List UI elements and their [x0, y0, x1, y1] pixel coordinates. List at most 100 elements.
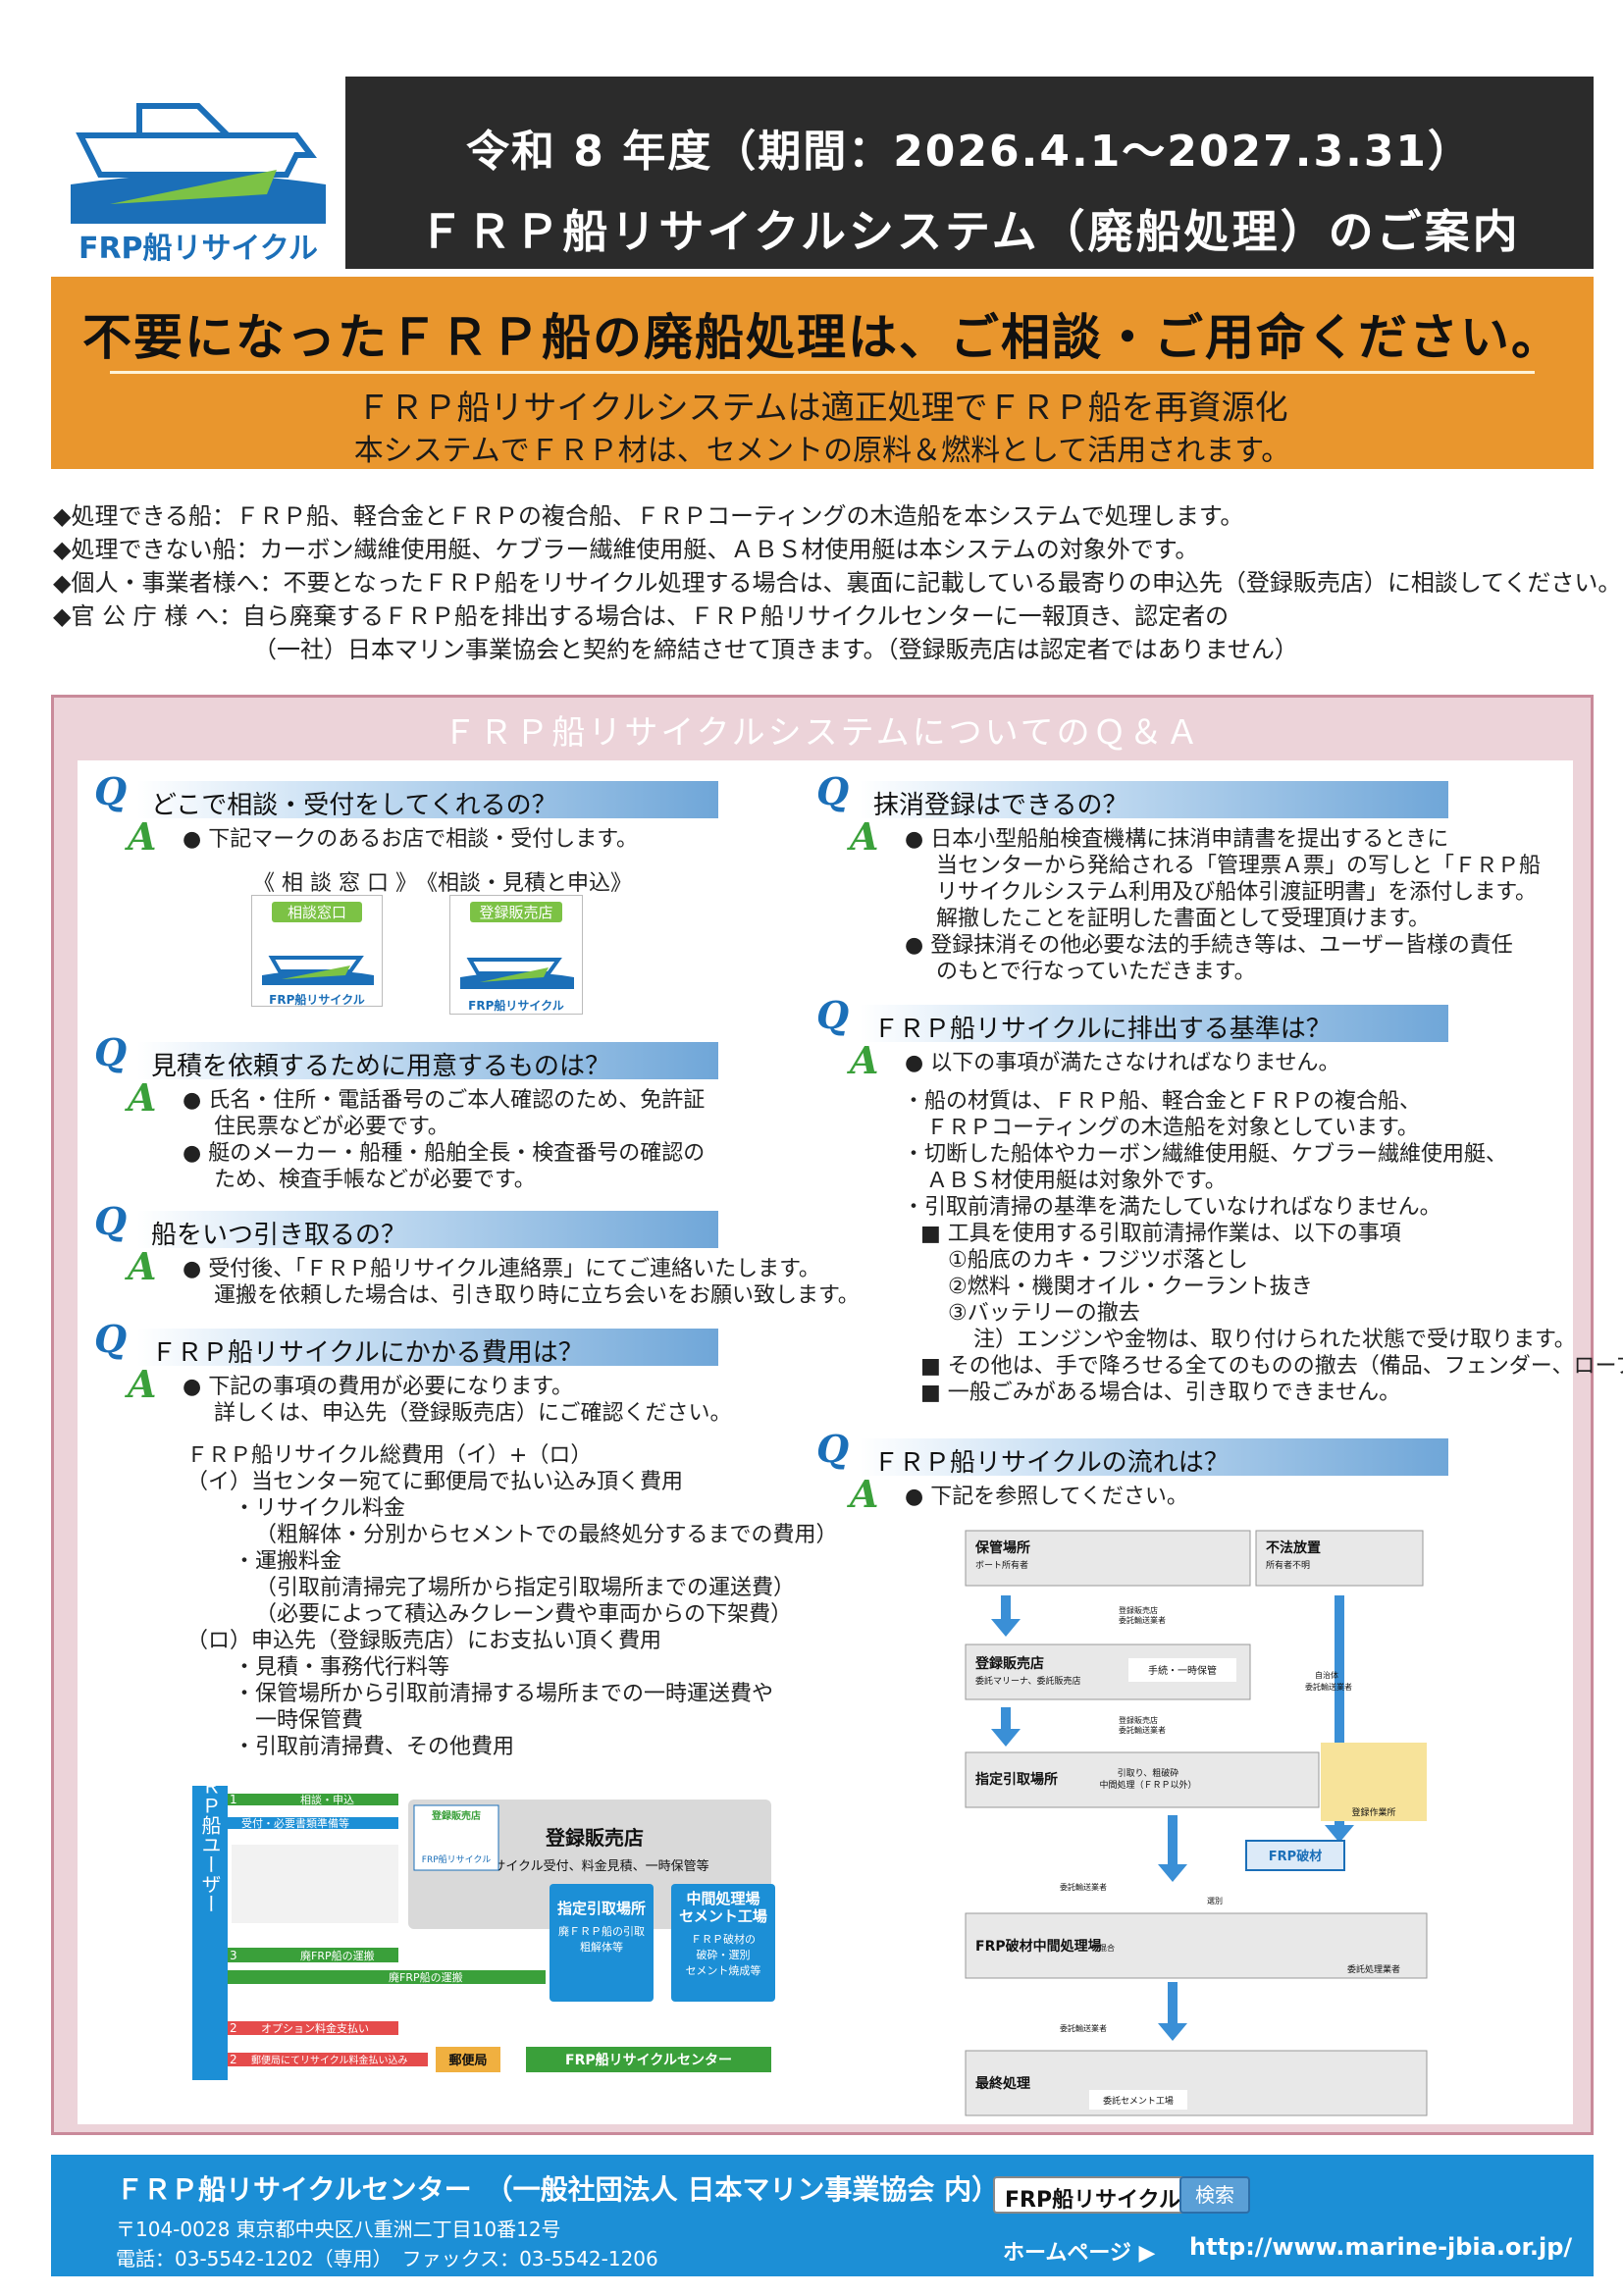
- q3-answer-1: ● 受付後、「ＦＲＰ船リサイクル連絡票」にてご連絡いたします。: [183, 1257, 820, 1281]
- flow-badge: 登録販売店: [431, 1809, 481, 1822]
- rflow-site-work1: 引取り、粗破砕: [1118, 1767, 1179, 1779]
- note-not-processable: ◆処理できない船：カーボン繊維使用艇、ケブラー繊維使用艇、ＡＢＳ材使用艇は本シス…: [53, 536, 1199, 563]
- rflow-worker: 登録作業所: [1351, 1806, 1395, 1818]
- q6-answer-4: ・切断した船体やカーボン繊維使用艇、ケブラー繊維使用艇、: [903, 1142, 1508, 1167]
- rflow-sort: 選別: [1207, 1896, 1223, 1905]
- cost-recycle: ・リサイクル料金: [234, 1496, 405, 1521]
- qa-title: ＦＲＰ船リサイクルシステムについてのＱ＆Ａ: [443, 713, 1202, 753]
- flow-mid-sub3: セメント焼成等: [686, 1963, 761, 1977]
- rflow-muni: 自治体: [1315, 1670, 1338, 1680]
- footer: ＦＲＰ船リサイクルセンター （一般社団法人 日本マリン事業協会 内） 〒104-…: [51, 2155, 1594, 2276]
- flow-step-transport-2: 廃FRP船の運搬: [389, 1970, 463, 1984]
- q3-bar: [137, 1211, 718, 1248]
- banner-sub-text-1: ＦＲＰ船リサイクルシステムは適正処理でＦＲＰ船を再資源化: [356, 389, 1288, 428]
- note-government: ◆官 公 庁 様 へ：自ら廃棄するＦＲＰ船を排出する場合は、ＦＲＰ船リサイクルセ…: [53, 602, 1230, 630]
- flow-site-sub2: 粗解体等: [580, 1940, 623, 1954]
- a-icon: A: [128, 1075, 157, 1120]
- banner-sub-text-2: 本システムでＦＲＰ材は、セメントの原料＆燃料として活用されます。: [353, 434, 1291, 468]
- banner-divider: [110, 371, 1535, 374]
- cost-storage-2: 一時保管費: [255, 1708, 364, 1733]
- q6-answer-9: ②燃料・機関オイル・クーラント抜き: [948, 1275, 1313, 1299]
- search-query-text: FRP船リサイクル: [1005, 2188, 1180, 2213]
- registered-dealer-badge: 登録販売店 FRP船リサイクル: [449, 895, 583, 1015]
- footer-phone: 電話：03-5542-1202（専用） ファックス：03-5542-1206: [116, 2247, 658, 2270]
- cost-recycle-detail: （粗解体・分別からセメントでの最終処分するまでの費用）: [255, 1523, 838, 1547]
- rflow-abandoned-sub: 所有者不明: [1266, 1559, 1310, 1571]
- left-flow-diagram: ＦＲＰ船ユーザー 登録販売店 リサイクル受付、料金見積、一時保管等 登録販売店 …: [183, 1756, 795, 2090]
- a-icon: A: [128, 1244, 157, 1288]
- q3-answer-2: 運搬を依頼した場合は、引き取り時に立ち会いをお願い致します。: [214, 1283, 860, 1308]
- q1-answer: ● 下記マークのあるお店で相談・受付します。: [183, 827, 638, 852]
- cost-estimate: ・見積・事務代行料等: [234, 1655, 450, 1680]
- flow-center: FRP船リサイクルセンター: [565, 2052, 732, 2068]
- homepage-url-link[interactable]: http://www.marine-jbia.or.jp/: [1189, 2233, 1573, 2261]
- flow-post: 郵便局: [448, 2053, 487, 2068]
- rflow-mix: 混合: [1099, 1943, 1115, 1953]
- rflow-dealer: 登録販売店: [974, 1655, 1044, 1672]
- consult-window-badge: 相談窓口 FRP船リサイクル: [251, 895, 383, 1007]
- q2-question: 見積を依頼するために用意するものは？: [151, 1052, 611, 1081]
- q6-answer-7: ■ 工具を使用する引取前清掃作業は、以下の事項: [920, 1222, 1401, 1246]
- rflow-site: 指定引取場所: [975, 1771, 1058, 1788]
- rflow-proc: 手続・一時保管: [1148, 1664, 1217, 1677]
- frp-boat-icon: [460, 958, 574, 989]
- q6-answer-12: ■ その他は、手で降ろせる全てのものの撤去（備品、フェンダー、ロープ等）: [920, 1354, 1623, 1379]
- q6-question: ＦＲＰ船リサイクルに排出する基準は？: [873, 1015, 1332, 1044]
- banner-main-text: 不要になったＦＲＰ船の廃船処理は、ご相談・ご用命ください。: [82, 309, 1562, 366]
- q-icon: Q: [94, 1199, 128, 1243]
- q6-answer-10: ③バッテリーの撤去: [948, 1301, 1140, 1326]
- q6-answer-13: ■ 一般ごみがある場合は、引き取りできません。: [920, 1381, 1401, 1405]
- q1-label-consult: 《 相 談 窓 口 》: [253, 871, 417, 896]
- homepage-label: ホームページ ▶: [1003, 2241, 1156, 2266]
- rflow-muni2: 委託輸送業者: [1305, 1682, 1352, 1692]
- flow-n2b: 2: [230, 2053, 237, 2066]
- q4-question: ＦＲＰ船リサイクルにかかる費用は？: [151, 1338, 584, 1368]
- cost-storage: ・保管場所から引取前清掃する場所までの一時運送費や: [234, 1682, 774, 1706]
- flow-site-sub1: 廃ＦＲＰ船の引取: [558, 1924, 645, 1938]
- dealer-badge-logo: FRP船リサイクル: [468, 999, 564, 1013]
- flow-dealer: 登録販売店: [545, 1826, 644, 1850]
- q6-answer-11: 注）エンジンや金物は、取り付けられた状態で受け取ります。: [973, 1328, 1576, 1352]
- cost-total: ＦＲＰ船リサイクル総費用（イ）+（ロ）: [186, 1443, 593, 1468]
- flow-mid: 中間処理場: [686, 1890, 759, 1907]
- cost-i: （イ）当センター宛てに郵便局で払い込み頂く費用: [186, 1470, 684, 1494]
- q5-bar: [860, 781, 1448, 818]
- note-processable: ◆処理できる船：ＦＲＰ船、軽合金とＦＲＰの複合船、ＦＲＰコーティングの木造船を本…: [53, 502, 1244, 530]
- q7-question: ＦＲＰ船リサイクルの流れは？: [873, 1448, 1230, 1478]
- cost-cleaning: ・引取前清掃費、その他費用: [234, 1735, 515, 1759]
- q4-bar: [137, 1329, 718, 1366]
- a-icon: A: [128, 1362, 157, 1406]
- note-government-cont: （一社）日本マリン事業協会と契約を締結させて頂きます。（登録販売店は認定者ではあ…: [253, 636, 1298, 663]
- rflow-cement: 委託セメント工場: [1103, 2095, 1174, 2107]
- search-button[interactable]: 検索: [1179, 2176, 1250, 2214]
- q4-answer-2: 詳しくは、申込先（登録販売店）にご確認ください。: [214, 1401, 732, 1426]
- q4-answer-1: ● 下記の事項の費用が必要になります。: [183, 1375, 573, 1399]
- rflow-mid: FRP破材中間処理場: [975, 1938, 1102, 1955]
- flow-dealer-sub: リサイクル受付、料金見積、一時保管等: [480, 1858, 708, 1874]
- cost-transport-detail-1: （引取前清掃完了場所から指定引取場所までの運送費）: [255, 1576, 796, 1600]
- flow-mid-sub2: 破砕・選別: [697, 1948, 751, 1961]
- page-title: ＦＲＰ船リサイクルシステム（廃船処理）のご案内: [418, 205, 1521, 258]
- consult-badge-label: 相談窓口: [272, 902, 362, 922]
- flow-step-postal: 郵便局にてリサイクル料金払い込み: [251, 2054, 408, 2066]
- q5-answer-5: ● 登録抹消その他必要な法的手続き等は、ユーザー皆様の責任: [905, 933, 1513, 958]
- rflow-abandoned: 不法放置: [1266, 1539, 1321, 1556]
- q5-question: 抹消登録はできるの？: [873, 791, 1128, 820]
- rflow-truck2: 登録販売店: [1119, 1715, 1158, 1725]
- flow-mid2: セメント工場: [679, 1907, 767, 1925]
- a-icon: A: [850, 1472, 879, 1516]
- q-icon: Q: [94, 1317, 128, 1361]
- q3-question: 船をいつ引き取るの？: [151, 1221, 407, 1250]
- q6-answer-2: ・船の材質は、ＦＲＰ船、軽合金とＦＲＰの複合船、: [903, 1089, 1422, 1114]
- q6-answer-6: ・引取前清掃の基準を満たしていなければなりません。: [903, 1195, 1441, 1220]
- rflow-truck1: 登録販売店: [1119, 1605, 1158, 1615]
- footer-center-name: ＦＲＰ船リサイクルセンター （一般社団法人 日本マリン事業協会 内）: [116, 2173, 1000, 2206]
- q1-label-estimate: 《相談・見積と申込》: [416, 871, 633, 896]
- q6-answer-5: ＡＢＳ材使用艇は対象外です。: [926, 1169, 1227, 1193]
- flow-step-option: オプション料金支払い: [261, 2021, 369, 2035]
- note-individuals: ◆個人・事業者様へ：不要となったＦＲＰ船をリサイクル処理する場合は、裏面に記載し…: [53, 569, 1622, 597]
- q2-answer-4: ため、検査手帳などが必要です。: [214, 1168, 536, 1192]
- q-icon: Q: [816, 993, 850, 1037]
- q1-bar: [137, 781, 718, 818]
- q5-answer-3: リサイクルシステム利用及び船体引渡証明書」を添付します。: [936, 880, 1538, 905]
